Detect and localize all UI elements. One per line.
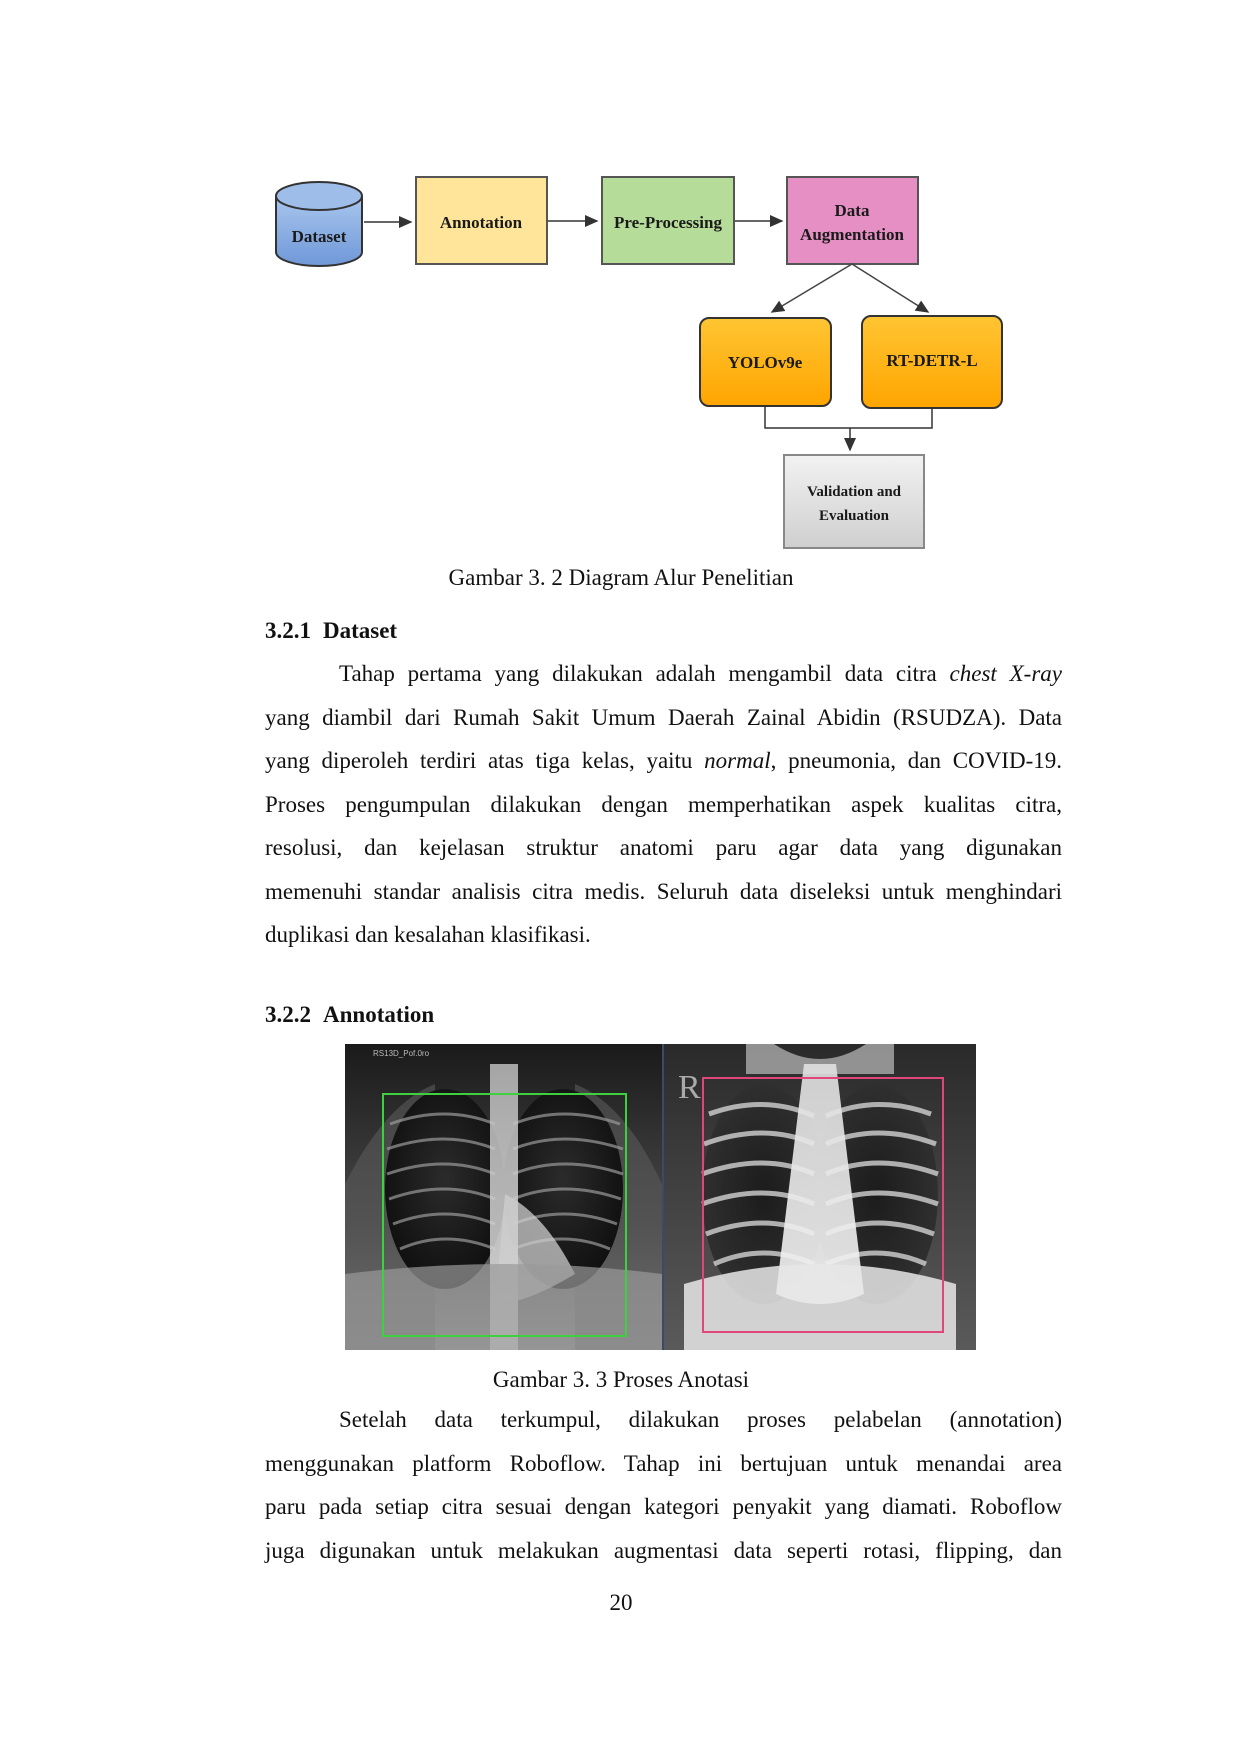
xray-right-panel: R xyxy=(664,1044,976,1350)
annotation-node: Annotation xyxy=(415,176,548,265)
paragraph-line: Proses pengumpulan dilakukan dengan memp… xyxy=(265,791,1062,817)
section-heading-annotation: 3.2.2 Annotation xyxy=(265,1001,434,1029)
section-title: Annotation xyxy=(323,1002,435,1027)
annotation-paragraph: Setelah data terkumpul, dilakukan proses… xyxy=(265,1398,1062,1572)
arrow-augmentation-rtdetr xyxy=(851,263,930,313)
rtdetr-node: RT-DETR-L xyxy=(861,315,1003,409)
paragraph-line: juga digunakan untuk melakukan augmentas… xyxy=(265,1537,1062,1563)
figure-caption-annotation: Gambar 3. 3 Proses Anotasi xyxy=(492,1367,750,1392)
xray-right-marker: R xyxy=(678,1069,701,1106)
paragraph-line: resolusi, dan kejelasan struktur anatomi… xyxy=(265,835,1062,860)
figure-caption-diagram: Gambar 3. 2 Diagram Alur Penelitian xyxy=(448,565,794,590)
augmentation-label-line1: Data xyxy=(835,201,870,220)
dataset-node: Dataset xyxy=(275,181,363,267)
paragraph-line: Setelah data terkumpul, dilakukan proses… xyxy=(339,1407,1062,1432)
merge-connector xyxy=(764,406,933,429)
preprocessing-label: Pre-Processing xyxy=(614,213,722,232)
paragraph-line: yang diambil dari Rumah Sakit Umum Daera… xyxy=(265,704,1062,730)
annotation-xray-figure: RS13D_Pof.0ro xyxy=(345,1044,976,1350)
rtdetr-label: RT-DETR-L xyxy=(886,351,977,370)
panel-divider xyxy=(662,1044,664,1350)
yolo-node: YOLOv9e xyxy=(699,317,832,407)
preprocessing-node: Pre-Processing xyxy=(601,176,735,265)
augmentation-label-line2: Augmentation xyxy=(800,225,904,244)
validation-label-line2: Evaluation xyxy=(819,508,890,524)
dataset-paragraph: Tahap pertama yang dilakukan adalah meng… xyxy=(265,652,1062,957)
augmentation-node: Data Augmentation xyxy=(786,176,919,265)
yolo-label: YOLOv9e xyxy=(728,353,803,372)
xray-left-panel: RS13D_Pof.0ro xyxy=(345,1044,662,1350)
annotation-label: Annotation xyxy=(440,213,523,232)
paragraph-line: Tahap pertama yang dilakukan adalah meng… xyxy=(339,661,1062,686)
section-heading-dataset: 3.2.1 Dataset xyxy=(265,617,397,645)
paragraph-line: duplikasi dan kesalahan klasifikasi. xyxy=(265,922,591,947)
arrow-augmentation-yolo xyxy=(770,263,853,313)
paragraph-line: menggunakan platform Roboflow. Tahap ini… xyxy=(265,1450,1062,1476)
validation-node: Validation and Evaluation xyxy=(783,454,925,549)
xray-left-overlay-text: RS13D_Pof.0ro xyxy=(373,1049,430,1058)
validation-label-line1: Validation and xyxy=(807,484,902,500)
section-number: 3.2.1 xyxy=(265,618,311,643)
research-flow-diagram: Dataset Annotation Pre-Processing Data A… xyxy=(275,176,1003,549)
dataset-label: Dataset xyxy=(292,227,347,246)
section-title: Dataset xyxy=(323,618,398,643)
paragraph-line: paru pada setiap citra sesuai dengan kat… xyxy=(265,1494,1062,1519)
section-number: 3.2.2 xyxy=(265,1002,311,1027)
paragraph-line: yang diperoleh terdiri atas tiga kelas, … xyxy=(265,748,1062,773)
paragraph-line: memenuhi standar analisis citra medis. S… xyxy=(265,878,1062,904)
page-number: 20 xyxy=(609,1590,633,1615)
